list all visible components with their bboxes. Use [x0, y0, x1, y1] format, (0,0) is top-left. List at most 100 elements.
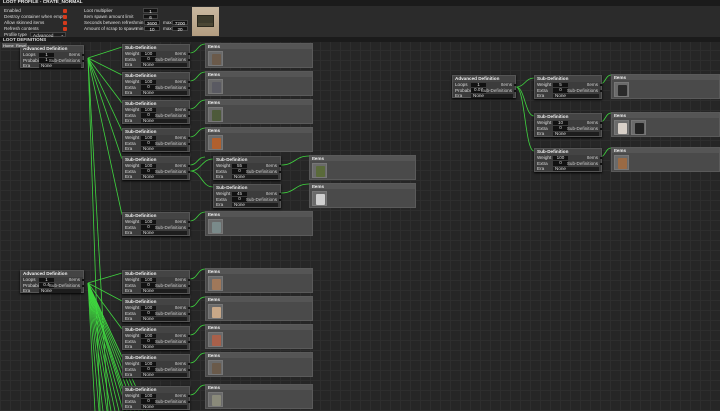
output-pin[interactable]	[188, 363, 190, 365]
scrap-min-input[interactable]: 10	[144, 26, 160, 32]
scrap-max-input[interactable]: 20	[172, 26, 188, 32]
output-pin[interactable]	[188, 400, 190, 403]
extra-input[interactable]: 0	[141, 338, 156, 344]
refresh-min-input[interactable]: 3600	[144, 20, 160, 26]
enabled-checkbox[interactable]	[63, 8, 67, 13]
extra-input[interactable]: 0	[141, 398, 156, 404]
output-pin[interactable]	[600, 89, 602, 92]
items-node[interactable]: Items	[205, 296, 313, 321]
extra-input[interactable]: 0	[553, 160, 568, 166]
items-node[interactable]: Items	[611, 112, 720, 137]
output-pin[interactable]	[188, 53, 190, 55]
skinned-checkbox[interactable]	[63, 20, 67, 25]
output-pin[interactable]	[514, 89, 516, 92]
era-dropdown[interactable]: None	[141, 288, 187, 293]
era-dropdown[interactable]: None	[141, 146, 187, 151]
output-pin[interactable]	[188, 137, 190, 139]
output-pin[interactable]	[279, 198, 281, 201]
weight-input[interactable]: 100	[141, 361, 156, 366]
output-pin[interactable]	[188, 279, 190, 281]
weight-input[interactable]: 55	[232, 163, 247, 168]
extra-input[interactable]: 0	[141, 224, 156, 230]
probability-input[interactable]: 0.07	[471, 87, 486, 93]
items-node[interactable]: Items	[205, 127, 313, 152]
item-slot[interactable]	[208, 79, 223, 94]
weight-input[interactable]: 100	[141, 107, 156, 112]
output-pin[interactable]	[600, 157, 602, 159]
output-pin[interactable]	[188, 368, 190, 371]
items-node[interactable]: Items	[205, 384, 313, 409]
probability-input[interactable]: 0.4	[39, 282, 54, 288]
item-slot[interactable]	[312, 163, 327, 178]
extra-input[interactable]: 0	[553, 87, 568, 93]
weight-input[interactable]: 100	[141, 51, 156, 56]
items-node[interactable]: Items	[205, 352, 313, 377]
output-pin[interactable]	[82, 54, 84, 56]
home-button[interactable]: Home	[2, 43, 15, 48]
items-node[interactable]: Items	[309, 183, 416, 208]
item-slot[interactable]	[208, 107, 223, 122]
era-dropdown[interactable]: None	[471, 93, 513, 98]
output-pin[interactable]	[188, 395, 190, 397]
refresh-max-input[interactable]: 7200	[172, 20, 188, 26]
output-pin[interactable]	[82, 279, 84, 281]
weight-input[interactable]: 100	[141, 135, 156, 140]
items-node[interactable]: Items	[611, 74, 720, 99]
extra-input[interactable]: 0	[141, 112, 156, 118]
extra-input[interactable]: 0	[141, 282, 156, 288]
output-pin[interactable]	[188, 340, 190, 343]
items-node[interactable]: Items	[309, 155, 416, 180]
extra-input[interactable]: 0	[141, 366, 156, 372]
era-dropdown[interactable]: None	[39, 63, 81, 68]
destroy-checkbox[interactable]	[63, 14, 67, 19]
output-pin[interactable]	[188, 312, 190, 315]
era-dropdown[interactable]: None	[232, 202, 278, 207]
extra-input[interactable]: 0	[232, 196, 247, 202]
era-dropdown[interactable]: None	[141, 118, 187, 123]
output-pin[interactable]	[600, 84, 602, 86]
item-slot[interactable]	[614, 82, 629, 97]
output-pin[interactable]	[514, 84, 516, 86]
items-node[interactable]: Items	[205, 71, 313, 96]
profile-type-dropdown[interactable]: Advanced	[30, 32, 66, 38]
extra-input[interactable]: 0	[141, 84, 156, 90]
spawn-limit-input[interactable]: 6	[143, 14, 158, 20]
extra-input[interactable]: 0	[232, 168, 247, 174]
output-pin[interactable]	[600, 127, 602, 130]
item-slot[interactable]	[312, 191, 327, 206]
era-dropdown[interactable]: None	[141, 372, 187, 377]
item-slot[interactable]	[631, 120, 646, 135]
output-pin[interactable]	[279, 193, 281, 195]
era-dropdown[interactable]: None	[141, 344, 187, 349]
item-slot[interactable]	[614, 155, 629, 170]
extra-input[interactable]: 0	[141, 168, 156, 174]
refresh-checkbox[interactable]	[63, 26, 67, 31]
output-pin[interactable]	[188, 142, 190, 145]
item-slot[interactable]	[208, 332, 223, 347]
output-pin[interactable]	[188, 284, 190, 287]
items-node[interactable]: Items	[205, 324, 313, 349]
item-slot[interactable]	[208, 360, 223, 375]
weight-input[interactable]: 100	[141, 219, 156, 224]
output-pin[interactable]	[600, 162, 602, 165]
item-slot[interactable]	[208, 276, 223, 291]
item-slot[interactable]	[208, 392, 223, 407]
item-slot[interactable]	[614, 120, 629, 135]
weight-input[interactable]: 100	[141, 277, 156, 282]
output-pin[interactable]	[188, 109, 190, 111]
era-dropdown[interactable]: None	[553, 131, 599, 136]
weight-input[interactable]: 45	[232, 191, 247, 196]
